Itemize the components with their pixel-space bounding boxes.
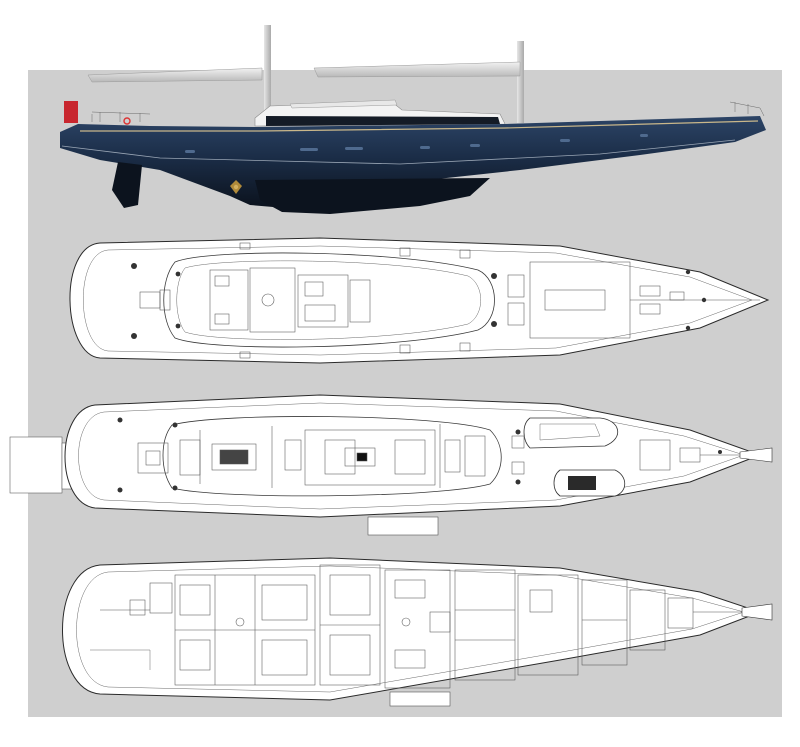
bowsprit <box>739 447 773 463</box>
gangway <box>367 516 439 536</box>
sun-deck-cockpit <box>163 252 495 348</box>
portholes <box>185 134 648 153</box>
lower-deck-hull-outline <box>62 557 762 701</box>
main-deck-winches <box>117 417 722 493</box>
bimini-top <box>289 99 398 109</box>
ensign <box>64 101 78 123</box>
lower-deck-anchor <box>741 603 773 621</box>
sun-deck-winches <box>131 263 707 339</box>
stern-rail <box>91 111 151 122</box>
lower-deck-plan <box>62 557 773 707</box>
lifebuoy <box>123 117 131 125</box>
fwd-boom <box>313 61 521 78</box>
aft-boom <box>87 67 263 83</box>
main-deck-plan <box>9 394 773 536</box>
sun-deck-hull-outline <box>69 237 770 364</box>
main-mast <box>264 25 271 125</box>
profile-view <box>60 25 766 214</box>
mizzen-mast <box>517 41 524 123</box>
tender-large <box>523 417 618 449</box>
keel <box>255 178 490 214</box>
rudder <box>112 162 142 208</box>
main-deck-hull-outline <box>64 394 762 518</box>
sun-deck-plan <box>69 237 770 364</box>
bow-pulpit <box>729 101 765 117</box>
main-deck-saloon <box>162 416 502 497</box>
deckhouse-windows <box>266 116 500 126</box>
sheer-stripe <box>80 120 759 132</box>
prop-hub <box>233 184 239 190</box>
boot-top-stripe <box>61 139 736 165</box>
